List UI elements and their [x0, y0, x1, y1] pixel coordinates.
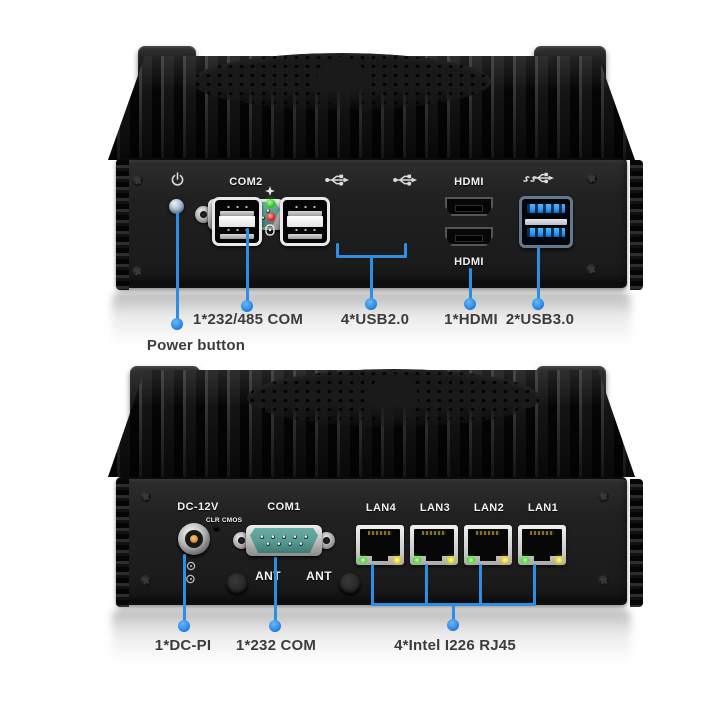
antenna-hole-left	[226, 573, 248, 595]
callout-label-com2: 1*232/485 COM	[192, 311, 304, 328]
antenna-hole-right	[339, 573, 361, 595]
ant-label-right: ANT	[306, 569, 332, 583]
usb3-ss-icon	[523, 172, 554, 184]
callout-dot	[365, 298, 377, 310]
callout-line	[335, 243, 339, 258]
db9-screw-post	[318, 532, 335, 549]
front-view: COM2	[108, 42, 643, 352]
usb2-port-stack-1	[212, 197, 262, 246]
lan-port-lan2[interactable]	[464, 525, 512, 565]
callout-line	[403, 243, 407, 258]
callout-line	[182, 554, 186, 622]
ant-label-left: ANT	[255, 569, 281, 583]
callout-line	[175, 212, 179, 320]
callout-label-usb2: 4*USB2.0	[340, 311, 410, 328]
dc-label: DC-12V	[177, 501, 219, 513]
panel-screw	[598, 575, 609, 586]
db9-screw-post	[233, 532, 250, 549]
dc-polarity-icon	[186, 561, 196, 584]
callout-dot	[532, 298, 544, 310]
rear-view: DC-12V CLR CMOS COM1	[108, 360, 643, 670]
panel-screw	[586, 264, 597, 275]
lan-port-lan1[interactable]	[518, 525, 566, 565]
lan3-label: LAN3	[419, 502, 451, 514]
hdmi-label-top: HDMI	[454, 176, 484, 188]
panel-screw	[132, 266, 143, 277]
hdmi-label-bottom: HDMI	[454, 256, 484, 268]
status-led-red	[266, 213, 275, 221]
panel-screw	[140, 575, 151, 586]
callout-dot	[241, 300, 253, 312]
callout-label-power: Power button	[146, 337, 246, 354]
callout-dot	[171, 318, 183, 330]
status-star-icon	[265, 186, 275, 196]
callout-dot	[178, 620, 190, 632]
callout-line	[245, 228, 249, 302]
panel-screw	[132, 175, 143, 186]
panel-screw	[598, 491, 609, 502]
status-led-green	[266, 199, 275, 208]
hdd-activity-icon	[265, 224, 275, 236]
hdmi-port-2	[445, 227, 493, 246]
db9-face	[250, 528, 318, 553]
case-side-fins-right	[630, 479, 643, 607]
lan4-label: LAN4	[365, 502, 397, 514]
db9-screw-post	[195, 206, 212, 223]
case-side-fins-left	[116, 479, 129, 607]
usb-icon	[393, 174, 417, 186]
clr-cmos-label: CLR CMOS	[205, 517, 243, 524]
panel-screw	[140, 491, 151, 502]
callout-line	[424, 564, 428, 606]
callout-line	[536, 247, 540, 300]
power-icon	[171, 172, 184, 186]
lan-port-lan3[interactable]	[410, 525, 458, 565]
callout-line	[273, 557, 277, 622]
callout-label-hdmi: 1*HDMI	[444, 311, 498, 328]
callout-label-usb3: 2*USB3.0	[505, 311, 575, 328]
fan-grille	[247, 369, 540, 427]
usb-icon	[325, 174, 349, 186]
callout-label-dc: 1*DC-PI	[154, 637, 212, 654]
lan2-label: LAN2	[473, 502, 505, 514]
callout-dot	[269, 620, 281, 632]
callout-label-com1: 1*232 COM	[235, 637, 317, 654]
callout-line	[478, 564, 482, 606]
lan-port-lan4[interactable]	[356, 525, 404, 565]
power-button[interactable]	[169, 199, 184, 214]
com1-serial-port	[233, 525, 335, 556]
com2-label: COM2	[229, 176, 263, 188]
clr-cmos-hole[interactable]	[214, 526, 219, 531]
case-side-fins-right	[630, 160, 643, 290]
com1-label: COM1	[267, 501, 301, 513]
hdmi-port-1	[445, 197, 493, 216]
callout-line	[468, 268, 472, 300]
lan1-label: LAN1	[527, 502, 559, 514]
panel-screw	[586, 173, 597, 184]
callout-line	[451, 603, 455, 622]
callout-label-lan: 4*Intel I226 RJ45	[394, 637, 516, 654]
case-side-fins-left	[116, 160, 129, 290]
case-reflection	[112, 608, 631, 664]
callout-dot	[464, 298, 476, 310]
callout-dot	[447, 619, 459, 631]
usb2-port-stack-2	[280, 197, 330, 246]
fan-grille	[192, 53, 491, 110]
callout-line	[369, 255, 373, 300]
callout-line	[370, 564, 374, 606]
dc-power-jack	[178, 523, 210, 555]
usb3-port-stack	[519, 196, 573, 248]
callout-line	[532, 564, 536, 606]
